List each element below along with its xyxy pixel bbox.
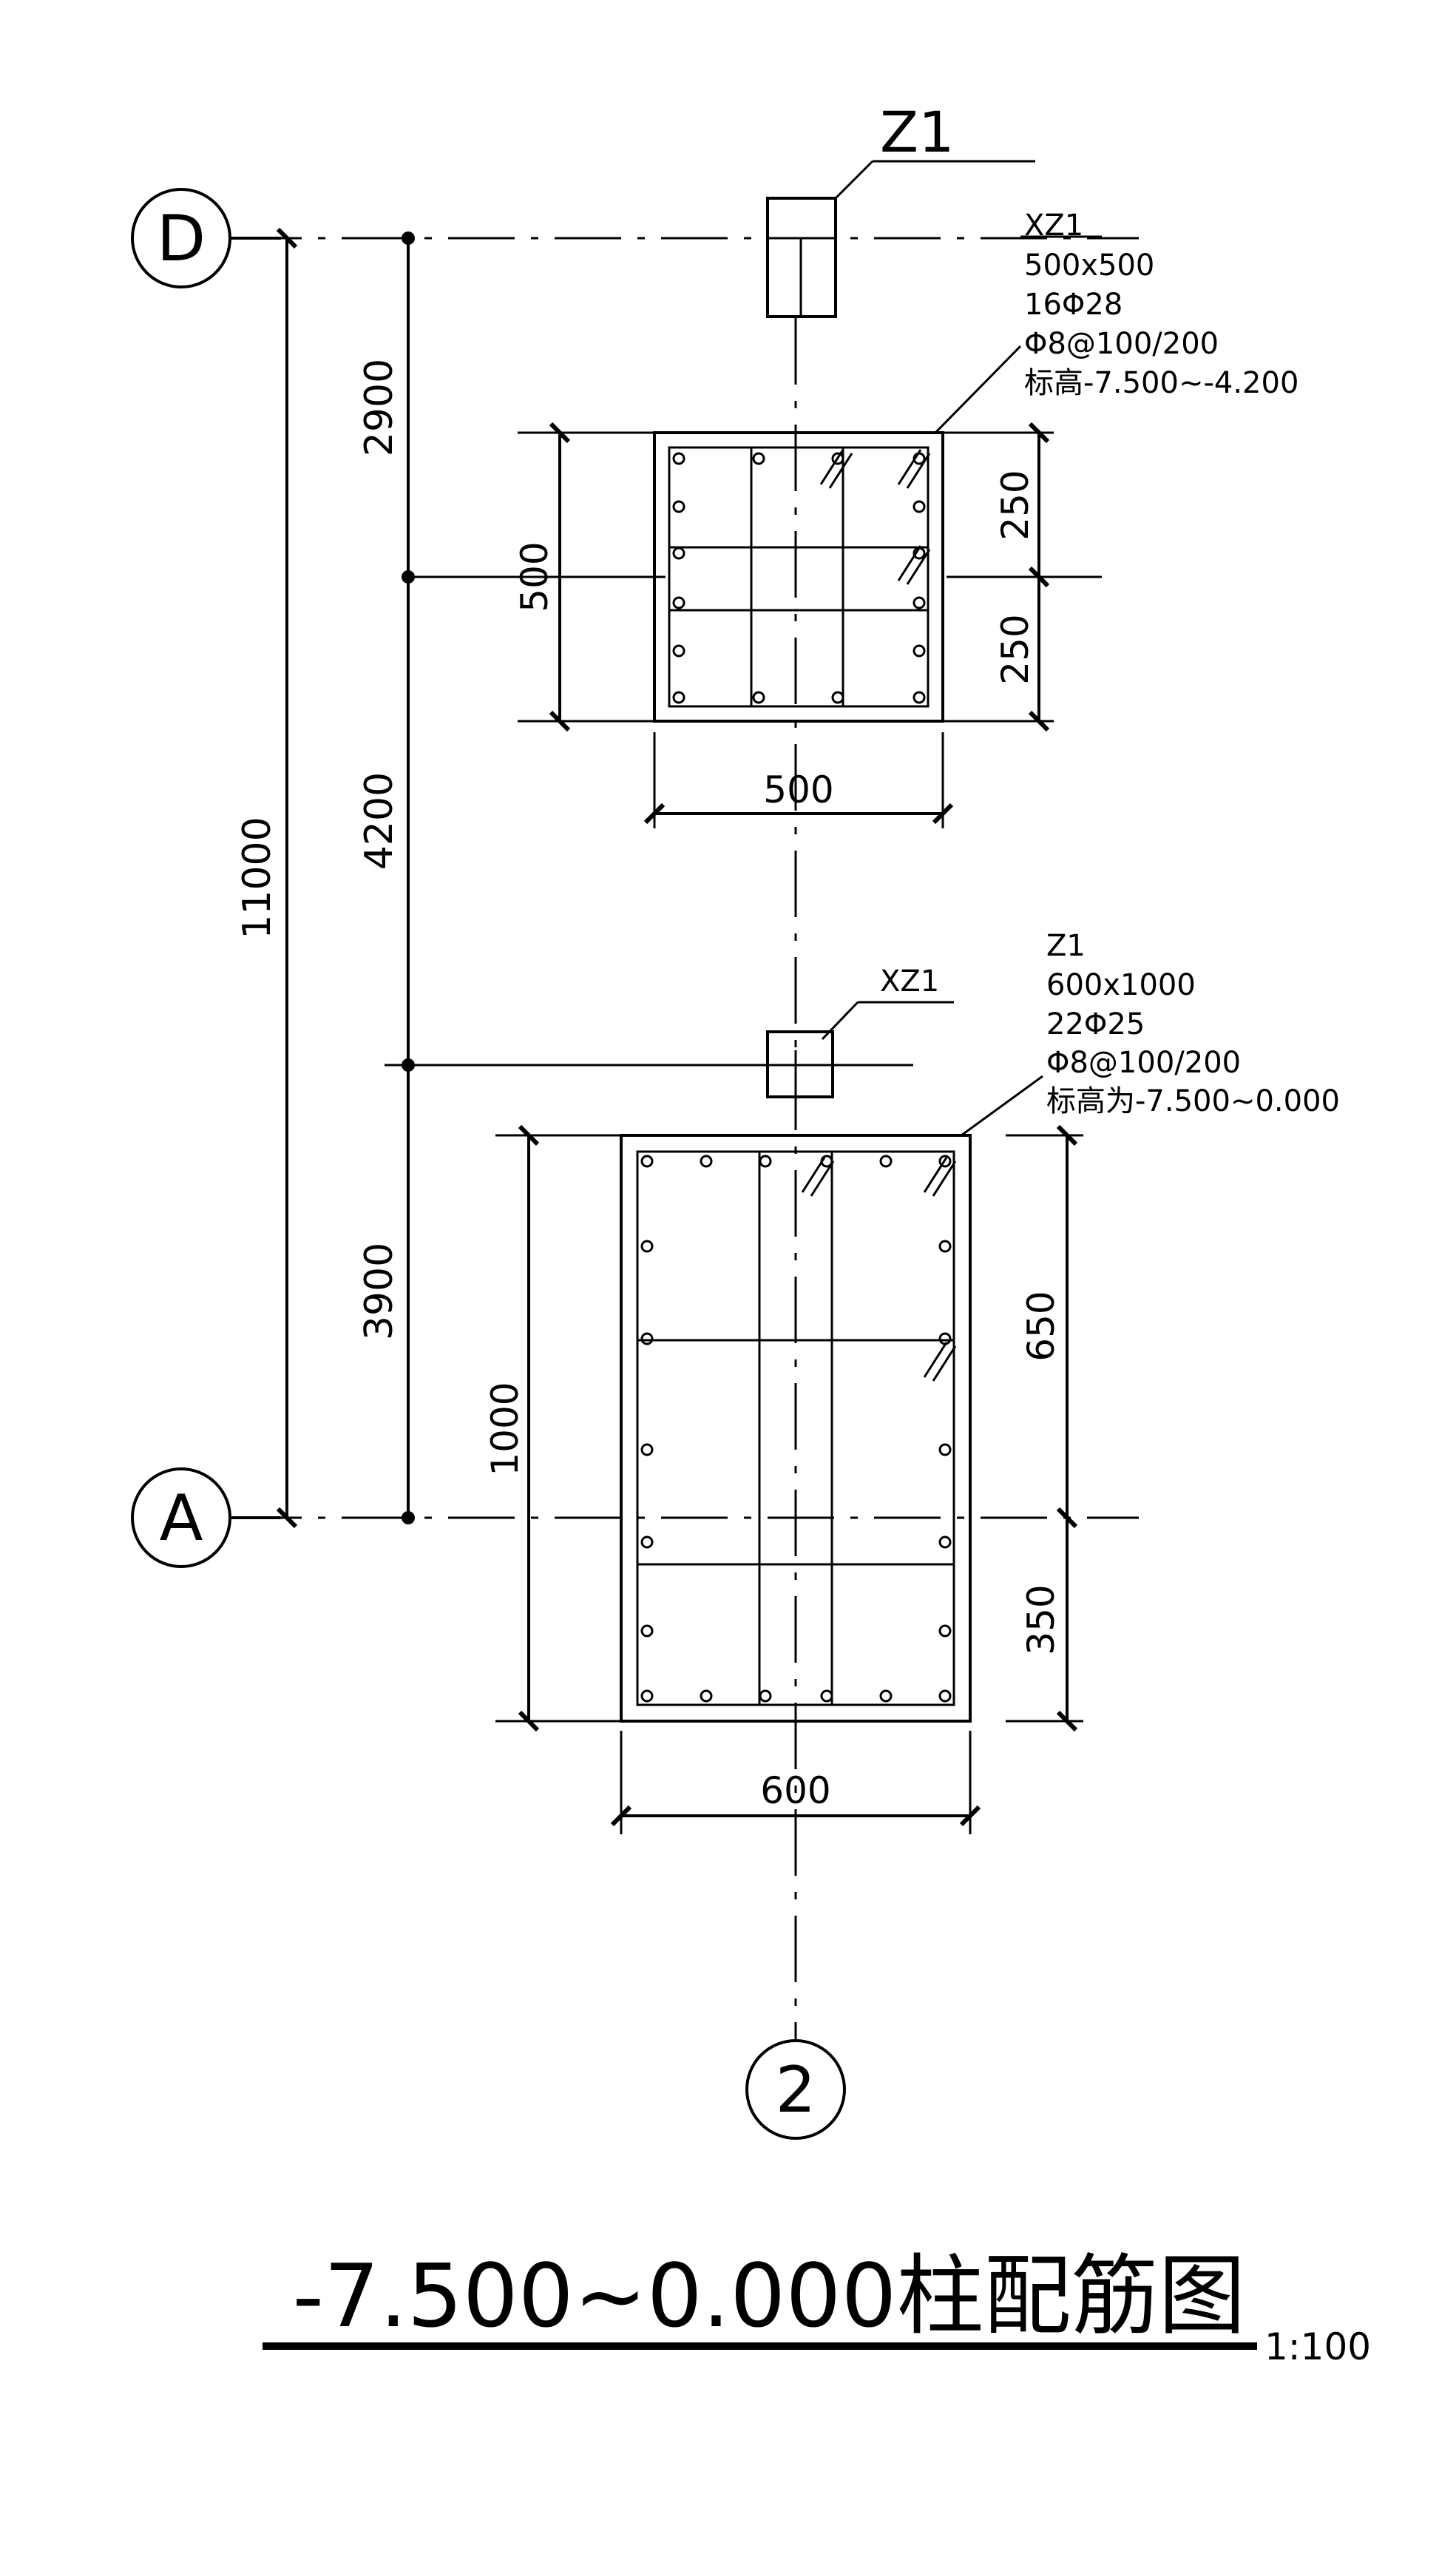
axis-label-a: A <box>160 1481 203 1555</box>
section-z1: Z1 600x1000 22Φ25 Φ8@100/200 标高为-7.500~0… <box>484 929 1340 1834</box>
z1-dim-top: 650 <box>1020 1291 1063 1361</box>
drawing-title-block: -7.500~0.000柱配筋图 1:100 <box>263 2245 1371 2368</box>
z1-elevation: 标高为-7.500~0.000 <box>1046 1084 1340 1118</box>
xz1-size: 500x500 <box>1024 249 1154 283</box>
z1-size: 600x1000 <box>1046 968 1196 1002</box>
z1-dim-bottom: 350 <box>1020 1584 1063 1655</box>
drawing-title: -7.500~0.000柱配筋图 <box>292 2245 1245 2347</box>
xz1-rebar: 16Φ28 <box>1024 288 1123 322</box>
drawing-scale: 1:100 <box>1264 2325 1371 2368</box>
overall-dimensions: 11000 2900 4200 3900 <box>235 227 913 1529</box>
dim-seg-mid: 4200 <box>357 772 402 870</box>
z1-dim-height: 1000 <box>484 1382 526 1476</box>
dim-seg-bot: 3900 <box>357 1243 402 1340</box>
axis-label-d: D <box>157 202 206 276</box>
grid-axes: D A 2 <box>131 188 1139 2140</box>
axis-bubble-2 <box>745 2039 846 2140</box>
xz1-dim-top: 250 <box>994 470 1037 540</box>
axis-label-2: 2 <box>776 2053 816 2127</box>
xz1-name: XZ1 <box>1024 209 1083 243</box>
column-xz1-plan-mid: XZ1 <box>766 964 954 1098</box>
dim-total: 11000 <box>235 817 280 939</box>
tag-xz1-mid: XZ1 <box>880 964 939 999</box>
z1-stirrup: Φ8@100/200 <box>1046 1046 1241 1080</box>
xz1-dim-bottom: 250 <box>994 614 1037 684</box>
tag-z1-top: Z1 <box>880 99 954 165</box>
dim-seg-top: 2900 <box>357 359 402 456</box>
z1-name: Z1 <box>1046 929 1086 963</box>
section-xz1: XZ1 500x500 16Φ28 Φ8@100/200 标高-7.500~-4… <box>513 209 1298 828</box>
xz1-dim-height: 500 <box>513 541 556 612</box>
z1-dim-width: 600 <box>760 1769 830 1812</box>
column-z1-plan-top: Z1 <box>766 99 1035 318</box>
z1-rebar: 22Φ25 <box>1046 1007 1145 1041</box>
xz1-stirrup: Φ8@100/200 <box>1024 327 1219 361</box>
rebar-dots-bottom <box>640 1155 952 1703</box>
rebar-dots-top <box>672 452 926 704</box>
xz1-elevation: 标高-7.500~-4.200 <box>1024 366 1298 400</box>
xz1-dim-width: 500 <box>763 768 833 811</box>
